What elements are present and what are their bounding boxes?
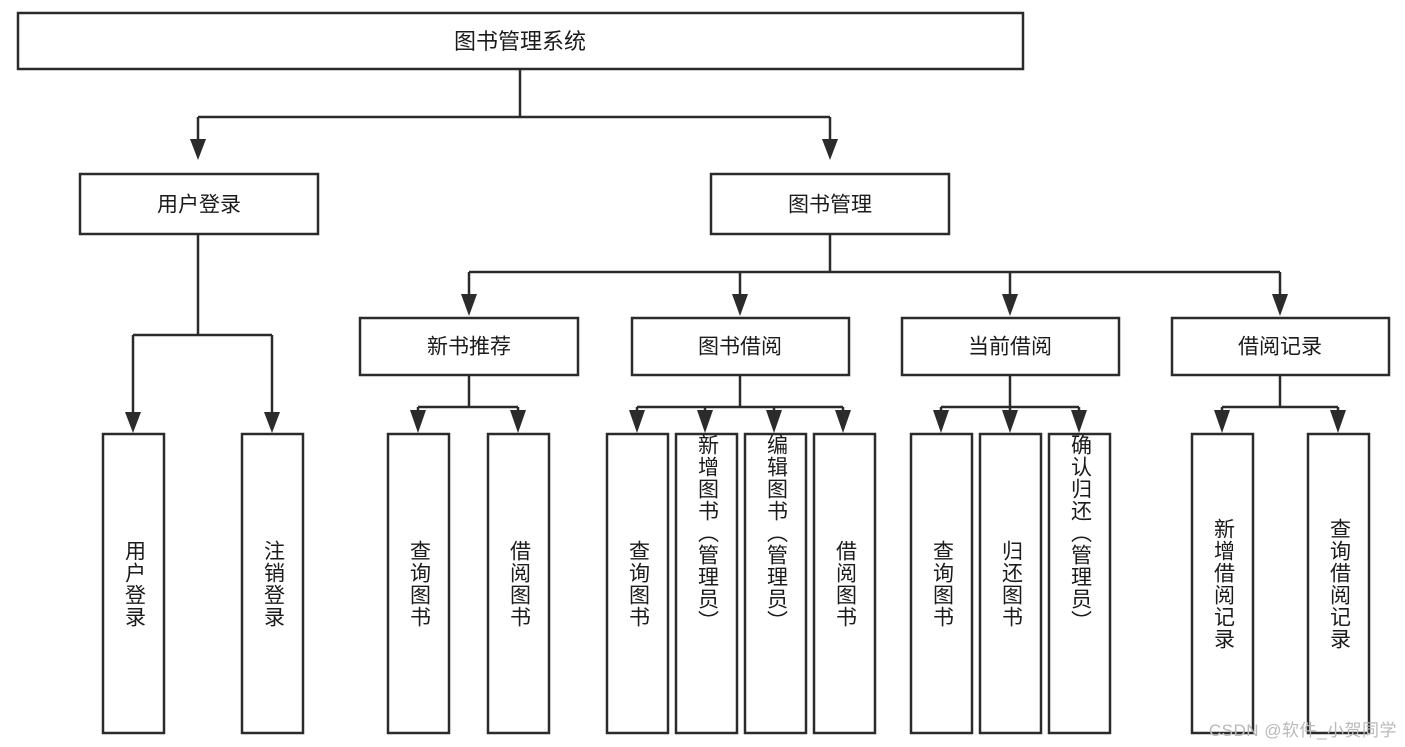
arrow-leaf-add-book [697,410,713,433]
leaf-box-logout[interactable] [240,432,305,735]
connector-group-current-borrow-leaves [933,375,1087,433]
node-borrow-record[interactable]: 借阅记录 [1170,316,1391,377]
arrow-leaf-query-book-2 [629,410,645,433]
connector-group-borrow-record-leaves [1214,375,1346,433]
leaf-box-query-book-3[interactable] [909,432,974,735]
arrow-leaf-borrow-book-2 [835,410,851,433]
node-book-borrow-box[interactable] [630,316,851,377]
csdn-watermark: CSDN @软件_小贺同学 [1208,721,1397,740]
leaf-box-return-book[interactable] [978,432,1043,735]
node-root-system[interactable]: 图书管理系统 [16,11,1025,71]
node-user-login-box[interactable] [78,172,320,236]
arrow-leaf-add-record [1214,410,1230,433]
connector-group-new-book-leaves [410,375,526,433]
arrow-leaf-confirm-return [1071,410,1087,433]
arrow-leaf-edit-book [766,410,782,433]
node-current-borrow[interactable]: 当前借阅 [900,316,1121,377]
arrow-leaf-query-record [1330,410,1346,433]
node-current-borrow-box[interactable] [900,316,1121,377]
node-book-manage-box[interactable] [709,172,951,236]
arrow-user-login [190,139,206,160]
arrow-current-borrow [1002,294,1018,316]
leaf-box-add-book[interactable] [674,432,739,735]
arrow-new-book-recommend [461,294,477,316]
node-book-borrow[interactable]: 图书借阅 [630,316,851,377]
connector-group-book-manage-children [461,234,1288,316]
node-book-borrow-label: 图书借阅 [698,336,782,359]
arrow-book-borrow [732,294,748,316]
node-user-login-label: 用户登录 [157,194,241,217]
leaf-box-borrow-book-2[interactable] [812,432,877,735]
node-root-system-label: 图书管理系统 [454,29,586,54]
leaf-box-query-record[interactable] [1306,432,1371,735]
node-new-book-recommend-box[interactable] [358,316,580,377]
node-borrow-record-box[interactable] [1170,316,1391,377]
leaf-box-borrow-book-1[interactable] [486,432,551,735]
arrow-leaf-user-login [125,412,141,433]
leaf-box-query-book-1[interactable] [386,432,451,735]
node-root-system-box[interactable] [16,11,1025,71]
arrow-leaf-query-book-1 [410,410,426,433]
node-book-manage-label: 图书管理 [788,194,872,217]
node-borrow-record-label: 借阅记录 [1238,336,1322,359]
connector-group-root-to-level2 [190,69,838,160]
arrow-book-manage [822,139,838,160]
arrow-leaf-borrow-book-1 [510,410,526,433]
arrow-borrow-record [1272,294,1288,316]
node-book-manage[interactable]: 图书管理 [709,172,951,236]
arrow-leaf-return-book [1002,410,1018,433]
node-new-book-recommend-label: 新书推荐 [427,336,511,359]
leaf-box-edit-book[interactable] [743,432,808,735]
leaf-box-user-login[interactable] [101,432,166,735]
connector-group-book-borrow-leaves [629,375,851,433]
leaf-box-query-book-2[interactable] [605,432,670,735]
arrow-leaf-logout [264,412,280,433]
node-current-borrow-label: 当前借阅 [968,336,1052,359]
leaf-box-add-record[interactable] [1190,432,1255,735]
connector-group-user-login-children [125,234,280,433]
node-new-book-recommend[interactable]: 新书推荐 [358,316,580,377]
leaf-box-confirm-return[interactable] [1047,432,1112,735]
arrow-leaf-query-book-3 [933,410,949,433]
node-user-login[interactable]: 用户登录 [78,172,320,236]
